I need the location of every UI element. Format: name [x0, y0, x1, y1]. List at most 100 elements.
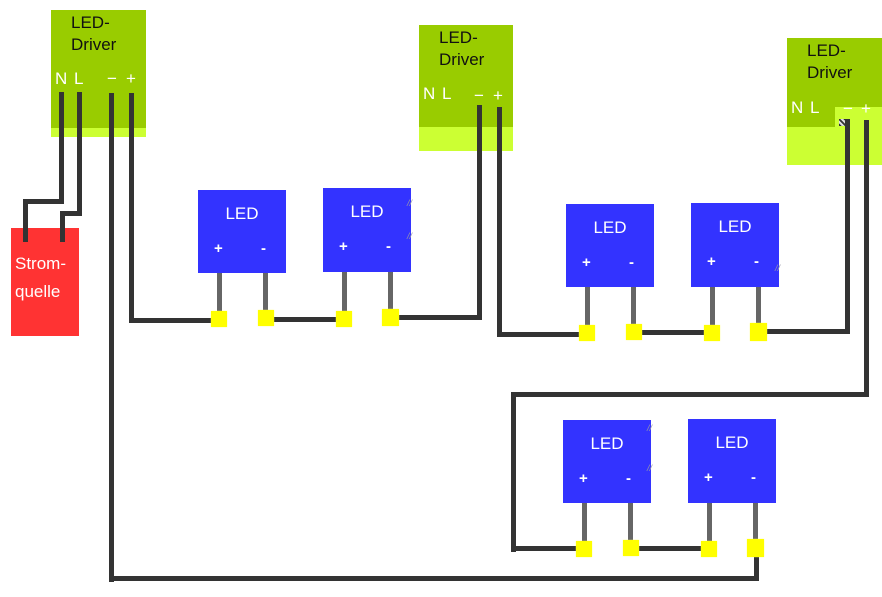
led-label: LED — [718, 217, 752, 236]
connector-pad — [704, 325, 720, 341]
led-label: LED — [715, 433, 749, 452]
connector-pad — [701, 541, 717, 557]
wire-series-link — [268, 317, 344, 322]
driver-title-line1: LED- — [807, 41, 846, 60]
led-leg-minus — [753, 503, 758, 543]
led-module-1: LED + - — [198, 190, 286, 273]
led-driver-2: LED- Driver N L − + — [419, 25, 513, 151]
terminal-minus: − — [474, 86, 484, 105]
terminal-n: N — [423, 84, 436, 103]
driver-title-line2: Driver — [439, 50, 485, 69]
led-minus-label: - — [751, 469, 756, 486]
terminal-plus: + — [126, 69, 136, 88]
led-plus-label: + — [579, 470, 588, 487]
connector-pad — [576, 541, 592, 557]
wire-driver2-minus — [392, 315, 482, 320]
led-minus-label: - — [754, 253, 759, 270]
driver-title-line2: Driver — [807, 63, 853, 82]
led-module-3: LED + - — [566, 204, 654, 287]
wire-series-link — [633, 546, 709, 551]
wire-neutral — [23, 199, 64, 204]
wire-driver3-minus — [845, 119, 850, 334]
terminal-n: N — [55, 69, 68, 88]
terminal-plus: + — [493, 86, 503, 105]
resize-handle[interactable]: // — [407, 231, 413, 241]
connector-pad — [382, 309, 399, 326]
wire-driver1-minus — [109, 576, 759, 581]
led-leg-minus — [628, 503, 633, 543]
terminal-n: N — [791, 98, 804, 117]
wire-live — [60, 211, 82, 216]
wire-neutral — [23, 199, 28, 242]
power-source: Strom- quelle — [11, 228, 79, 336]
resize-handle[interactable]: // — [775, 263, 781, 273]
led-module-2: LED + - — [323, 188, 411, 272]
terminal-l: L — [442, 84, 452, 103]
led-label: LED — [350, 202, 384, 221]
led-plus-label: + — [704, 469, 713, 486]
terminal-plus: + — [861, 99, 871, 118]
led-minus-label: - — [626, 470, 631, 487]
led-leg-plus — [217, 273, 222, 315]
resize-handle[interactable]: // — [407, 198, 413, 208]
wire-driver3-plus — [864, 120, 869, 397]
connector-pad — [258, 310, 274, 326]
wire-neutral — [59, 92, 64, 204]
wire-series-link — [636, 330, 712, 335]
resize-handle[interactable]: // — [647, 423, 653, 433]
driver-title-line1: LED- — [71, 13, 110, 32]
led-leg-minus — [631, 287, 636, 327]
wire-driver3-minus — [760, 329, 850, 334]
led-leg-plus — [710, 287, 715, 329]
led-minus-label: - — [386, 238, 391, 255]
led-plus-label: + — [214, 240, 223, 257]
led-minus-label: - — [261, 240, 266, 257]
wire-driver1-minus — [109, 93, 114, 582]
led-module-5: LED + - — [563, 420, 651, 503]
power-source-label: Strom- quelle — [15, 250, 66, 306]
wire-driver1-plus — [129, 93, 134, 323]
terminal-l: L — [74, 69, 84, 88]
led-minus-label: - — [629, 254, 634, 271]
connector-pad — [579, 325, 595, 341]
led-plus-label: + — [707, 253, 716, 270]
led-plus-label: + — [582, 254, 591, 271]
wire-driver2-plus — [497, 107, 502, 337]
wire-driver1-plus — [129, 318, 221, 323]
terminal-minus: − — [843, 99, 853, 118]
driver-title-line2: Driver — [71, 35, 117, 54]
connector-pad — [750, 323, 767, 341]
led-leg-plus — [707, 503, 712, 545]
led-leg-plus — [342, 272, 347, 315]
connector-pad — [623, 540, 639, 556]
wire-live — [60, 211, 65, 242]
driver-title-line1: LED- — [439, 28, 478, 47]
led-label: LED — [593, 218, 627, 237]
led-leg-minus — [756, 287, 761, 327]
terminal-minus: − — [107, 69, 117, 88]
led-label: LED — [225, 204, 259, 223]
wire-driver2-minus — [477, 105, 482, 320]
led-label: LED — [590, 434, 624, 453]
led-plus-label: + — [339, 238, 348, 255]
power-source-line2: quelle — [15, 282, 61, 301]
led-module-6: LED + - — [688, 419, 776, 503]
wire-driver3-plus — [511, 392, 516, 552]
wire-driver1-minus — [754, 548, 759, 581]
led-leg-plus — [582, 503, 587, 545]
led-module-4: LED + - — [691, 203, 779, 287]
led-leg-minus — [263, 273, 268, 313]
wire-driver3-plus — [511, 546, 587, 551]
wire-driver3-plus — [511, 392, 869, 397]
power-source-line1: Strom- — [15, 254, 66, 273]
selection-marker — [839, 119, 848, 126]
connector-pad — [747, 539, 764, 557]
led-driver-1: LED- Driver N L − + — [51, 10, 146, 137]
terminal-l: L — [810, 98, 820, 117]
connector-pad — [336, 311, 352, 327]
driver-strip — [51, 128, 146, 137]
wire-live — [77, 92, 82, 216]
resize-handle[interactable]: // — [647, 463, 653, 473]
led-leg-plus — [585, 287, 590, 329]
led-leg-minus — [388, 272, 393, 313]
